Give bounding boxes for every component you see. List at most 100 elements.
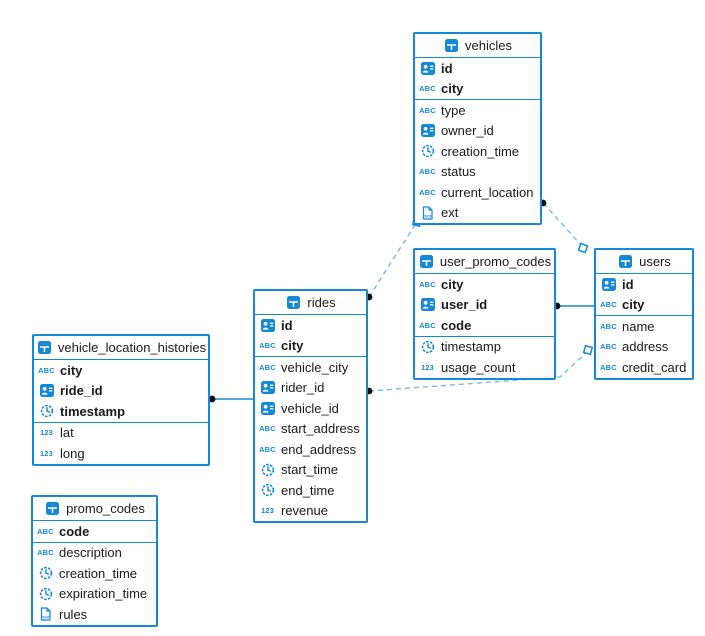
field-row-timestamp[interactable]: timestamp	[415, 337, 554, 358]
edge-user_promo_codes-users[interactable]	[553, 302, 594, 310]
json-document-icon: JSON	[419, 206, 436, 220]
table-name: rides	[307, 295, 336, 310]
field-name: city	[441, 276, 464, 292]
clock-icon	[259, 483, 276, 497]
abc-text-icon: ABC	[600, 321, 617, 331]
field-name: description	[59, 545, 122, 561]
table-header[interactable]: vehicles	[415, 34, 540, 58]
edge-vehicle_location_histories-rides[interactable]	[208, 395, 253, 403]
table-header[interactable]: user_promo_codes	[415, 250, 554, 274]
field-row-vehicle_id[interactable]: vehicle_id	[255, 398, 366, 419]
field-row-city[interactable]: ABC city	[415, 274, 554, 295]
clock-icon	[259, 463, 276, 477]
abc-text-icon: ABC	[419, 167, 436, 176]
field-row-start_time[interactable]: start_time	[255, 460, 366, 481]
clock-icon	[38, 404, 55, 418]
table-icon	[36, 341, 53, 355]
table-name: promo_codes	[66, 501, 145, 516]
field-row-end_time[interactable]: end_time	[255, 480, 366, 501]
field-name: ride_id	[60, 383, 103, 399]
id-card-icon	[259, 401, 276, 415]
field-row-creation_time[interactable]: creation_time	[415, 141, 540, 162]
svg-text:JSON: JSON	[422, 214, 433, 218]
field-name: city	[60, 362, 83, 378]
field-name: lat	[60, 425, 74, 441]
table-header[interactable]: vehicle_location_histories	[34, 336, 208, 360]
abc-text-icon: ABC	[259, 444, 276, 454]
abc-text-icon: ABC	[38, 365, 55, 375]
abc-text-icon: ABC	[419, 105, 436, 115]
table-name: users	[639, 254, 671, 269]
field-name: code	[59, 523, 90, 539]
edge-line	[368, 224, 416, 298]
field-row-id[interactable]: id	[415, 58, 540, 79]
abc-text-icon: ABC	[419, 279, 436, 289]
field-row-id[interactable]: id	[596, 274, 692, 295]
abc-text-icon: ABC	[259, 341, 276, 350]
field-row-code[interactable]: ABC code	[33, 521, 156, 542]
field-name: name	[622, 318, 655, 334]
field-row-rider_id[interactable]: rider_id	[255, 378, 366, 399]
field-name: expiration_time	[59, 586, 148, 602]
table-name: user_promo_codes	[439, 254, 552, 269]
field-row-id[interactable]: id	[255, 315, 366, 336]
table-icon	[443, 39, 460, 53]
edge-vehicles-users[interactable]	[539, 199, 589, 254]
id-card-icon	[419, 124, 436, 138]
field-row-expiration_time[interactable]: expiration_time	[33, 584, 156, 605]
field-row-creation_time[interactable]: creation_time	[33, 563, 156, 584]
table-name: vehicles	[465, 38, 512, 53]
abc-text-icon: ABC	[37, 526, 54, 536]
field-row-user_id[interactable]: user_id	[415, 295, 554, 316]
field-row-name[interactable]: ABC name	[596, 316, 692, 337]
field-row-owner_id[interactable]: owner_id	[415, 121, 540, 142]
field-row-city[interactable]: ABC city	[34, 360, 208, 381]
field-name: id	[281, 317, 293, 333]
field-name: rider_id	[281, 380, 325, 396]
field-name: owner_id	[441, 123, 494, 139]
field-name: id	[622, 276, 634, 292]
field-row-ride_id[interactable]: ride_id	[34, 381, 208, 402]
field-row-timestamp[interactable]: timestamp	[34, 401, 208, 422]
edge-square-marker	[577, 242, 589, 254]
field-name: city	[441, 81, 464, 97]
abc-text-icon: ABC	[600, 362, 617, 372]
123-number-icon: 123	[420, 362, 435, 372]
field-name: timestamp	[60, 403, 126, 419]
table-header[interactable]: users	[596, 250, 692, 274]
field-name: id	[441, 60, 453, 76]
table-header[interactable]: rides	[255, 291, 366, 315]
table-header[interactable]: promo_codes	[33, 497, 156, 521]
id-card-icon	[419, 61, 436, 75]
field-name: code	[441, 317, 472, 333]
